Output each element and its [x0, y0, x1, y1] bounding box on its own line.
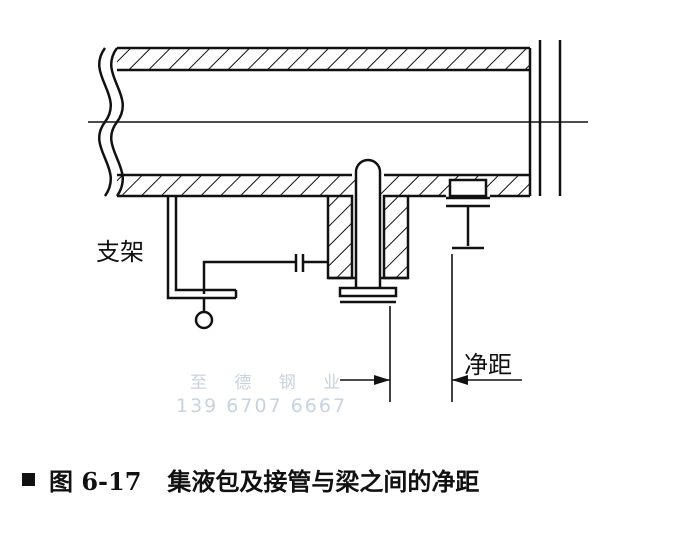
support-bracket [166, 196, 238, 330]
beam [446, 178, 490, 250]
drain-line [202, 254, 328, 294]
figure-number: 图 6-17 [49, 466, 142, 496]
watermark-phone: 139 6707 6667 [176, 395, 348, 417]
caption-bullet-icon [22, 472, 35, 486]
watermark-name: 至 德 钢 业 [190, 373, 352, 393]
clearance-label: 净距 [464, 351, 512, 379]
header-pipe [98, 46, 532, 198]
clearance-dimension [340, 254, 522, 402]
support-label: 支架 [96, 238, 144, 266]
figure-title: 集液包及接管与梁之间的净距 [167, 467, 480, 496]
flange [538, 40, 562, 196]
liquid-pot [326, 158, 410, 304]
figure-caption: 图 6-17 集液包及接管与梁之间的净距 [22, 464, 480, 496]
